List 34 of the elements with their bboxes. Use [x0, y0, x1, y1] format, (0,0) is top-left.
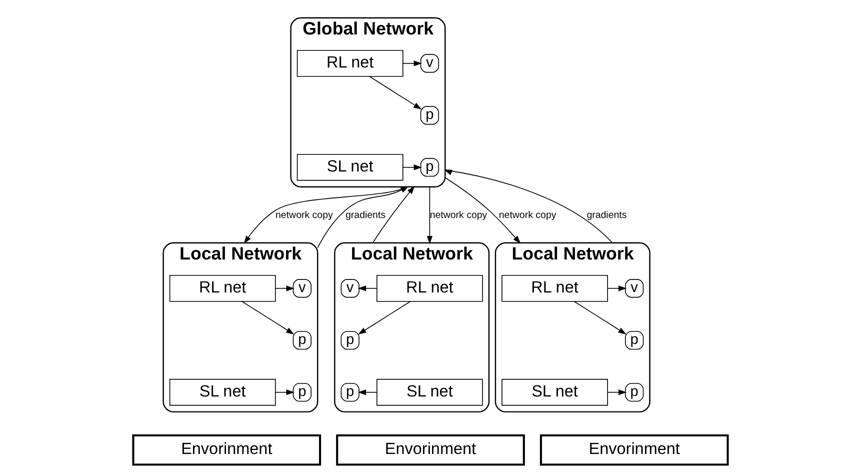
node-box: SL net — [296, 154, 403, 181]
edge-label: network copy — [498, 210, 556, 222]
node-box: RL net — [168, 274, 276, 302]
edge-label: network copy — [275, 210, 332, 222]
arrow — [274, 286, 294, 292]
arrow — [274, 389, 294, 396]
arrow — [240, 300, 294, 334]
node-box: RL net — [501, 274, 608, 302]
arrow — [426, 186, 432, 244]
arrow — [444, 177, 520, 244]
edge-label: gradients — [586, 210, 626, 222]
node-box: RL net — [376, 274, 482, 302]
arrow — [372, 186, 414, 244]
arrow — [402, 60, 422, 66]
arrow — [243, 186, 408, 244]
arrow — [606, 389, 626, 396]
arrow — [606, 286, 626, 292]
arrow — [316, 186, 408, 248]
node-box: SL net — [168, 378, 276, 406]
arrow — [357, 389, 377, 396]
arrow — [573, 300, 626, 334]
node-box: RL net — [296, 50, 403, 77]
node-box: Envorinment — [539, 434, 728, 466]
node-box: SL net — [376, 378, 482, 406]
edge-label: gradients — [345, 210, 386, 222]
arrow — [443, 170, 612, 244]
arrow — [357, 286, 377, 292]
arrow — [358, 300, 410, 334]
arrow — [368, 76, 422, 110]
node-box: Envorinment — [132, 434, 321, 466]
node-box: Envorinment — [336, 434, 524, 466]
node-box: SL net — [501, 378, 608, 406]
edge-label: network copy — [429, 210, 487, 222]
arrow — [402, 164, 422, 170]
